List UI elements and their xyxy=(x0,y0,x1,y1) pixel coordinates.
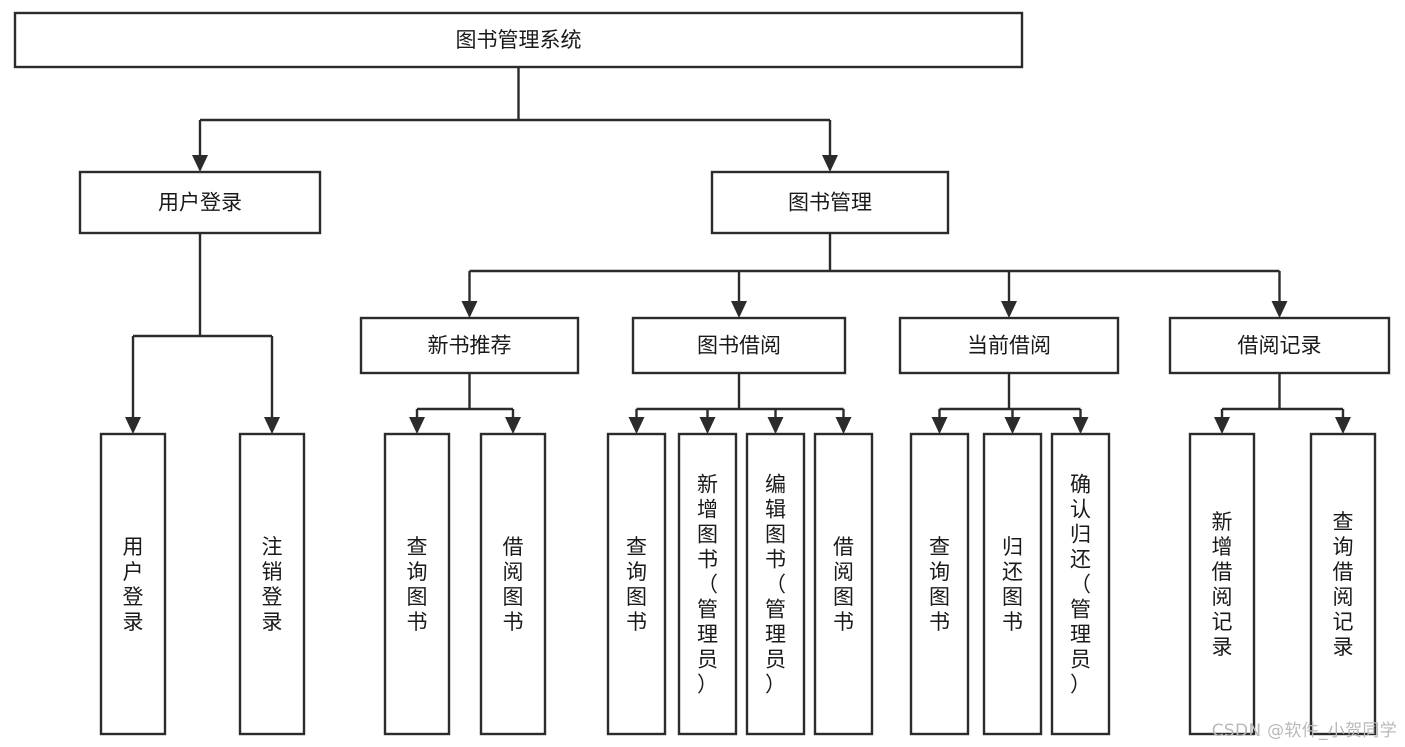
node-l3-borrow[interactable]: 图书借阅 xyxy=(631,316,847,375)
node-leaf-query-record[interactable]: 查询借阅记录 xyxy=(1309,432,1377,736)
connector-arrowhead xyxy=(1072,417,1089,434)
node-label: 新增借阅记录 xyxy=(1212,510,1233,659)
node-label: 查询图书 xyxy=(407,535,428,634)
connector-arrowhead xyxy=(1004,417,1021,434)
node-l3-new-book[interactable]: 新书推荐 xyxy=(359,316,580,375)
connector-arrowhead xyxy=(192,155,208,172)
node-box xyxy=(1309,432,1377,736)
node-label: 图书管理 xyxy=(788,191,872,215)
connector-arrowhead xyxy=(731,301,747,318)
node-box xyxy=(813,432,874,736)
connector-arrowhead xyxy=(125,417,141,434)
node-box xyxy=(1050,432,1111,736)
node-leaf-user-login[interactable]: 用户登录 xyxy=(99,432,167,736)
node-box xyxy=(359,316,580,375)
connector-arrowhead xyxy=(264,417,280,434)
connector-layer xyxy=(125,67,1351,434)
node-box xyxy=(1168,316,1391,375)
connector-arrowhead xyxy=(699,417,716,434)
node-box xyxy=(898,316,1120,375)
node-l3-current[interactable]: 当前借阅 xyxy=(898,316,1120,375)
connector-arrowhead xyxy=(835,417,852,434)
node-box xyxy=(677,432,738,736)
node-l2-user-login[interactable]: 用户登录 xyxy=(78,170,322,235)
node-label: 当前借阅 xyxy=(967,334,1051,358)
node-leaf-borrow-book-a[interactable]: 借阅图书 xyxy=(479,432,547,736)
node-label: 编辑图书（管理员） xyxy=(765,473,786,697)
node-box xyxy=(383,432,451,736)
node-leaf-query-book-a[interactable]: 查询图书 xyxy=(383,432,451,736)
node-box xyxy=(982,432,1043,736)
connector-arrowhead xyxy=(822,155,838,172)
node-box xyxy=(78,170,322,235)
node-label: 归还图书 xyxy=(1002,535,1023,634)
connector-arrowhead xyxy=(1271,301,1288,318)
node-box xyxy=(710,170,950,235)
node-label: 借阅图书 xyxy=(833,535,854,634)
connector-arrowhead xyxy=(461,301,478,318)
node-l3-record[interactable]: 借阅记录 xyxy=(1168,316,1391,375)
node-box xyxy=(631,316,847,375)
node-box xyxy=(909,432,970,736)
node-leaf-query-book-b[interactable]: 查询图书 xyxy=(606,432,667,736)
node-label: 图书管理系统 xyxy=(456,28,582,52)
node-l2-book-mgmt[interactable]: 图书管理 xyxy=(710,170,950,235)
node-leaf-query-book-c[interactable]: 查询图书 xyxy=(909,432,970,736)
node-label: 新书推荐 xyxy=(428,334,512,358)
node-leaf-user-logout[interactable]: 注销登录 xyxy=(238,432,306,736)
connector-arrowhead xyxy=(1335,417,1351,434)
node-label: 用户登录 xyxy=(123,535,144,634)
node-box xyxy=(99,432,167,736)
node-root[interactable]: 图书管理系统 xyxy=(13,11,1024,69)
node-label: 注销登录 xyxy=(262,535,283,634)
node-leaf-add-book[interactable]: 新增图书（管理员） xyxy=(677,432,738,736)
node-layer: 图书管理系统用户登录图书管理新书推荐图书借阅当前借阅借阅记录用户登录注销登录查询… xyxy=(13,11,1391,736)
connector-arrowhead xyxy=(505,417,521,434)
node-label: 查询借阅记录 xyxy=(1333,510,1354,659)
node-label: 用户登录 xyxy=(158,191,242,215)
csdn-watermark: CSDN @软件_小贺同学 xyxy=(1211,721,1397,741)
node-leaf-borrow-book-b[interactable]: 借阅图书 xyxy=(813,432,874,736)
node-box xyxy=(238,432,306,736)
node-leaf-return-book[interactable]: 归还图书 xyxy=(982,432,1043,736)
connector-arrowhead xyxy=(1214,417,1230,434)
connector-arrowhead xyxy=(409,417,425,434)
node-box xyxy=(1188,432,1256,736)
connector-arrowhead xyxy=(628,417,645,434)
node-label: 借阅记录 xyxy=(1238,334,1322,358)
connector-arrowhead xyxy=(767,417,784,434)
node-label: 图书借阅 xyxy=(697,334,781,358)
node-label: 新增图书（管理员） xyxy=(697,473,718,697)
node-leaf-add-record[interactable]: 新增借阅记录 xyxy=(1188,432,1256,736)
node-label: 查询图书 xyxy=(929,535,950,634)
connector-arrowhead xyxy=(931,417,948,434)
node-label: 查询图书 xyxy=(626,535,647,634)
node-leaf-confirm-return[interactable]: 确认归还（管理员） xyxy=(1050,432,1111,736)
node-box xyxy=(745,432,806,736)
node-box xyxy=(606,432,667,736)
node-box xyxy=(13,11,1024,69)
node-label: 借阅图书 xyxy=(503,535,524,634)
connector-arrowhead xyxy=(1001,301,1017,318)
node-leaf-edit-book[interactable]: 编辑图书（管理员） xyxy=(745,432,806,736)
node-box xyxy=(479,432,547,736)
node-label: 确认归还（管理员） xyxy=(1070,473,1091,697)
